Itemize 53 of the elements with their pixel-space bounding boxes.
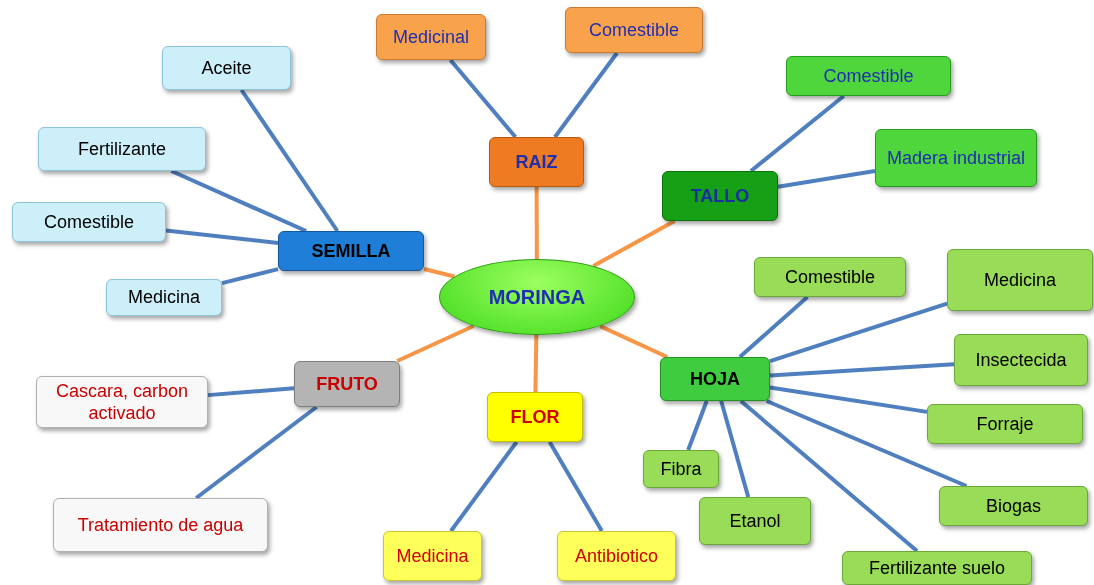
item-box: Medicina [383,531,482,581]
item-box: Insectecida [954,334,1088,386]
item-box: Medicinal [376,14,486,60]
connector-line [749,94,845,173]
item-box: Comestible [12,202,166,242]
item-box: Fertilizante [38,127,206,171]
item-box: Madera industrial [875,129,1037,187]
category-box: HOJA [660,357,770,401]
item-box: Fibra [643,450,719,488]
category-box: FLOR [487,392,583,442]
item-box: Comestible [754,257,906,297]
item-box: Biogas [939,486,1088,526]
item-box: Fertilizante suelo [842,551,1032,585]
item-box: Forraje [927,404,1083,444]
connector-line [719,400,751,498]
item-box: Cascara, carbon activado [36,376,208,428]
category-box: RAIZ [489,137,584,187]
connector-line [534,187,539,259]
item-box: Comestible [786,56,951,96]
item-box: Comestible [565,7,703,53]
connector-line [553,51,619,139]
connector-line [207,386,295,398]
connector-line [765,399,968,488]
connector-line [769,385,928,414]
category-box: FRUTO [294,361,400,407]
connector-line [195,405,318,500]
connector-line [423,267,455,279]
category-box: TALLO [662,171,778,221]
connector-line [448,58,517,139]
connector-line [769,362,955,378]
connector-line [777,169,876,189]
item-box: Medicina [947,249,1093,311]
central-ellipse: MORINGA [439,259,635,335]
connector-line [547,441,604,532]
connector-line [739,399,919,553]
connector-line [221,267,279,286]
connector-line [239,88,340,233]
connector-line [396,324,475,363]
connector-line [738,295,809,359]
category-box: SEMILLA [278,231,424,271]
connector-line [592,219,676,268]
connector-line [533,334,539,393]
connector-line [170,169,307,233]
item-box: Tratamiento de agua [53,498,268,552]
connector-line [599,324,669,359]
item-box: Aceite [162,46,291,90]
connector-line [686,400,709,451]
connector-line [449,440,519,533]
item-box: Medicina [106,279,222,316]
item-box: Etanol [699,497,811,545]
item-box: Antibiotico [557,531,676,581]
connector-line [769,301,948,364]
connector-line [165,228,279,245]
